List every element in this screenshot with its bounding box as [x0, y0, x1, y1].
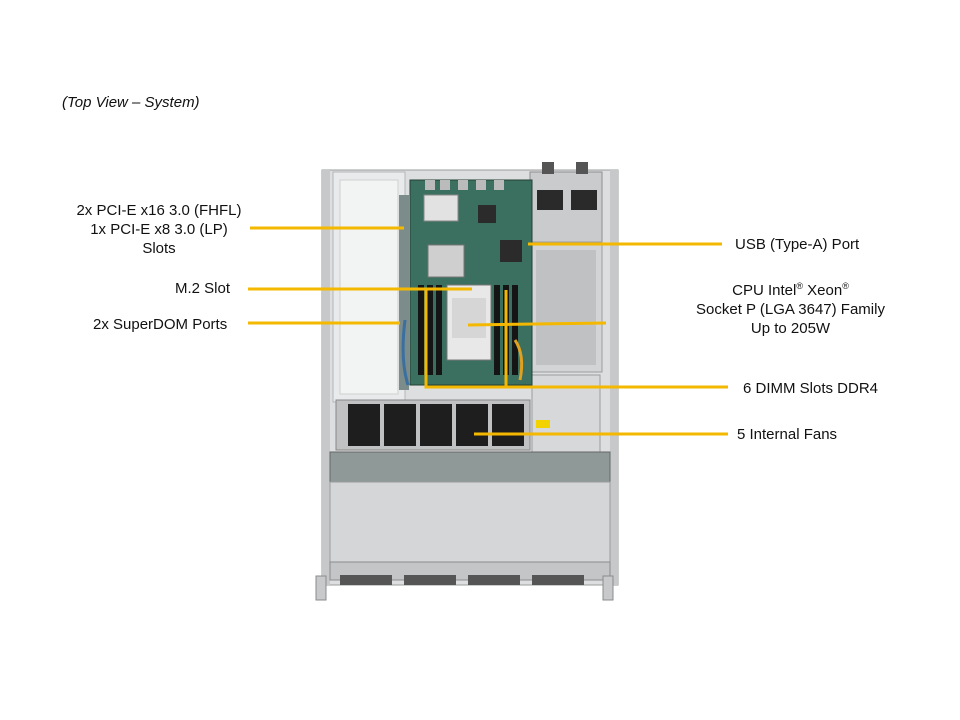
pcie-slots-label: 2x PCI-E x16 3.0 (FHFL) 1x PCI-E x8 3.0 … [68, 201, 250, 258]
pcie-line-2: 1x PCI-E x8 3.0 (LP) [90, 221, 228, 238]
callout-lines [248, 226, 728, 436]
fan-bay [335, 399, 531, 451]
superdom-ports-label: 2x SuperDOM Ports [93, 316, 228, 333]
reg-mark-2: ® [842, 281, 849, 291]
dimm-slots-label: 6 DIMM Slots DDR4 [743, 380, 879, 397]
view-caption: (Top View – System) [62, 94, 200, 111]
cpu-brand: CPU Intel [732, 282, 797, 299]
m2-slot-label: M.2 Slot [175, 280, 231, 297]
callout-dimm-bracket [424, 290, 508, 389]
cpu-family: Xeon [803, 282, 843, 299]
power-supplies [529, 162, 603, 456]
cpu-line-3: Up to 205W [750, 320, 831, 337]
pcie-line-3: Slots [142, 240, 176, 257]
internal-fans-label: 5 Internal Fans [737, 426, 838, 443]
cpu-label: CPU Intel® Xeon® Socket P (LGA 3647) Fam… [688, 281, 893, 338]
cpu-line-1: CPU Intel® Xeon® [688, 281, 893, 300]
drive-bay [315, 451, 614, 601]
callout-cpu [467, 321, 607, 327]
reg-mark-1: ® [796, 281, 803, 291]
usb-port-label: USB (Type-A) Port [735, 236, 860, 253]
motherboard [401, 179, 533, 386]
cpu-line-2: Socket P (LGA 3647) Family [696, 301, 885, 318]
pcie-line-1: 2x PCI-E x16 3.0 (FHFL) [76, 202, 242, 219]
